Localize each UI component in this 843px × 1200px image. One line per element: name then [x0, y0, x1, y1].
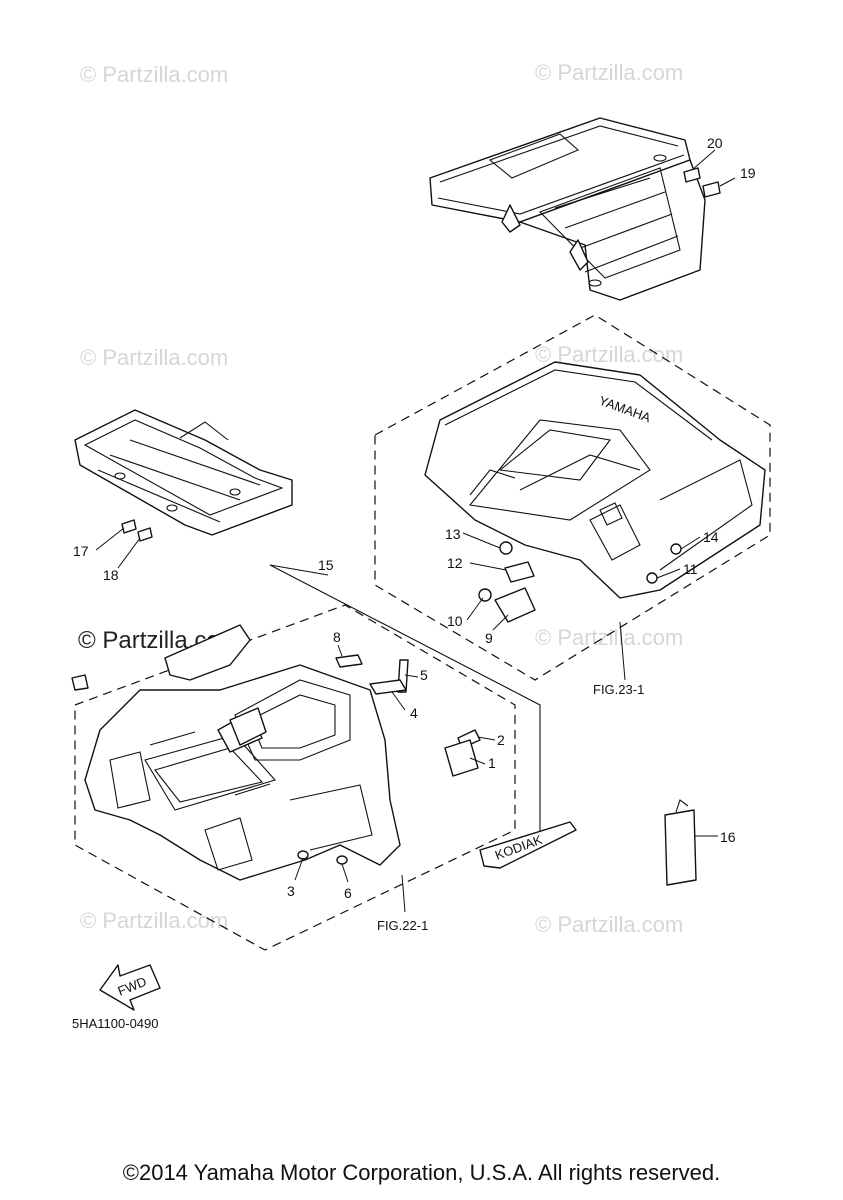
callout-10: 10 [447, 613, 463, 629]
callout-19: 19 [740, 165, 756, 181]
decal-piece-15a [164, 624, 251, 681]
decal-sheet-part-15 [269, 564, 541, 835]
callout-12: 12 [447, 555, 463, 571]
washer-part-11 [646, 572, 658, 584]
decal-piece-15b [229, 707, 267, 746]
callout-2: 2 [497, 732, 505, 748]
watermark-bottom-right: © Partzilla.com [535, 912, 683, 937]
grommet-part-1 [444, 739, 479, 777]
plate-part-12 [504, 561, 535, 583]
decal-part-17 [121, 519, 137, 534]
copyright-notice: ©2014 Yamaha Motor Corporation, U.S.A. A… [122, 1160, 721, 1185]
callout-13: 13 [445, 526, 461, 542]
callout-6: 6 [344, 885, 352, 901]
callout-9: 9 [485, 630, 493, 646]
callout-14: 14 [703, 529, 719, 545]
callout-20: 20 [707, 135, 723, 151]
front-fender [84, 664, 401, 881]
watermark-lower-right: © Partzilla.com [535, 625, 683, 650]
front-fender-group-outline [74, 604, 516, 951]
watermark-top-right: © Partzilla.com [535, 60, 683, 85]
decal-part-18 [137, 527, 153, 542]
decal-part-8 [335, 654, 363, 668]
decal-part-19 [702, 181, 721, 198]
figure-ref-rear: FIG.23-1 [593, 682, 644, 697]
rear-fender: YAMAHA [424, 361, 766, 599]
bolt-part-13 [499, 541, 513, 555]
forward-arrow: FWD [99, 964, 161, 1011]
washer-part-14 [670, 543, 682, 555]
callout-4: 4 [410, 705, 418, 721]
callout-18: 18 [103, 567, 119, 583]
bolt-part-10 [478, 588, 492, 602]
watermark-top-left: © Partzilla.com [80, 62, 228, 87]
nut-part-6 [336, 855, 348, 865]
callout-17: 17 [73, 543, 89, 559]
callout-5: 5 [420, 667, 428, 683]
decal-piece-15c [71, 674, 89, 691]
watermark-bottom-left: © Partzilla.com [80, 908, 228, 933]
callout-15: 15 [318, 557, 334, 573]
callout-16: 16 [720, 829, 736, 845]
callout-11: 11 [683, 561, 698, 577]
grommet-part-4 [369, 679, 407, 695]
diagram-code: 5HA1100-0490 [72, 1016, 159, 1031]
front-carrier [74, 409, 293, 536]
bracket-part-9 [494, 587, 536, 623]
leader-lines [95, 149, 736, 913]
rear-carrier [429, 117, 706, 301]
figure-ref-front: FIG.22-1 [377, 918, 428, 933]
callout-8: 8 [333, 629, 341, 645]
tag-part-16 [664, 809, 697, 886]
kodiak-decal: KODIAK [479, 821, 577, 869]
callout-3: 3 [287, 883, 295, 899]
callout-1: 1 [488, 755, 496, 771]
watermark-mid-left: © Partzilla.com [80, 345, 228, 370]
nut-part-3 [297, 850, 309, 860]
